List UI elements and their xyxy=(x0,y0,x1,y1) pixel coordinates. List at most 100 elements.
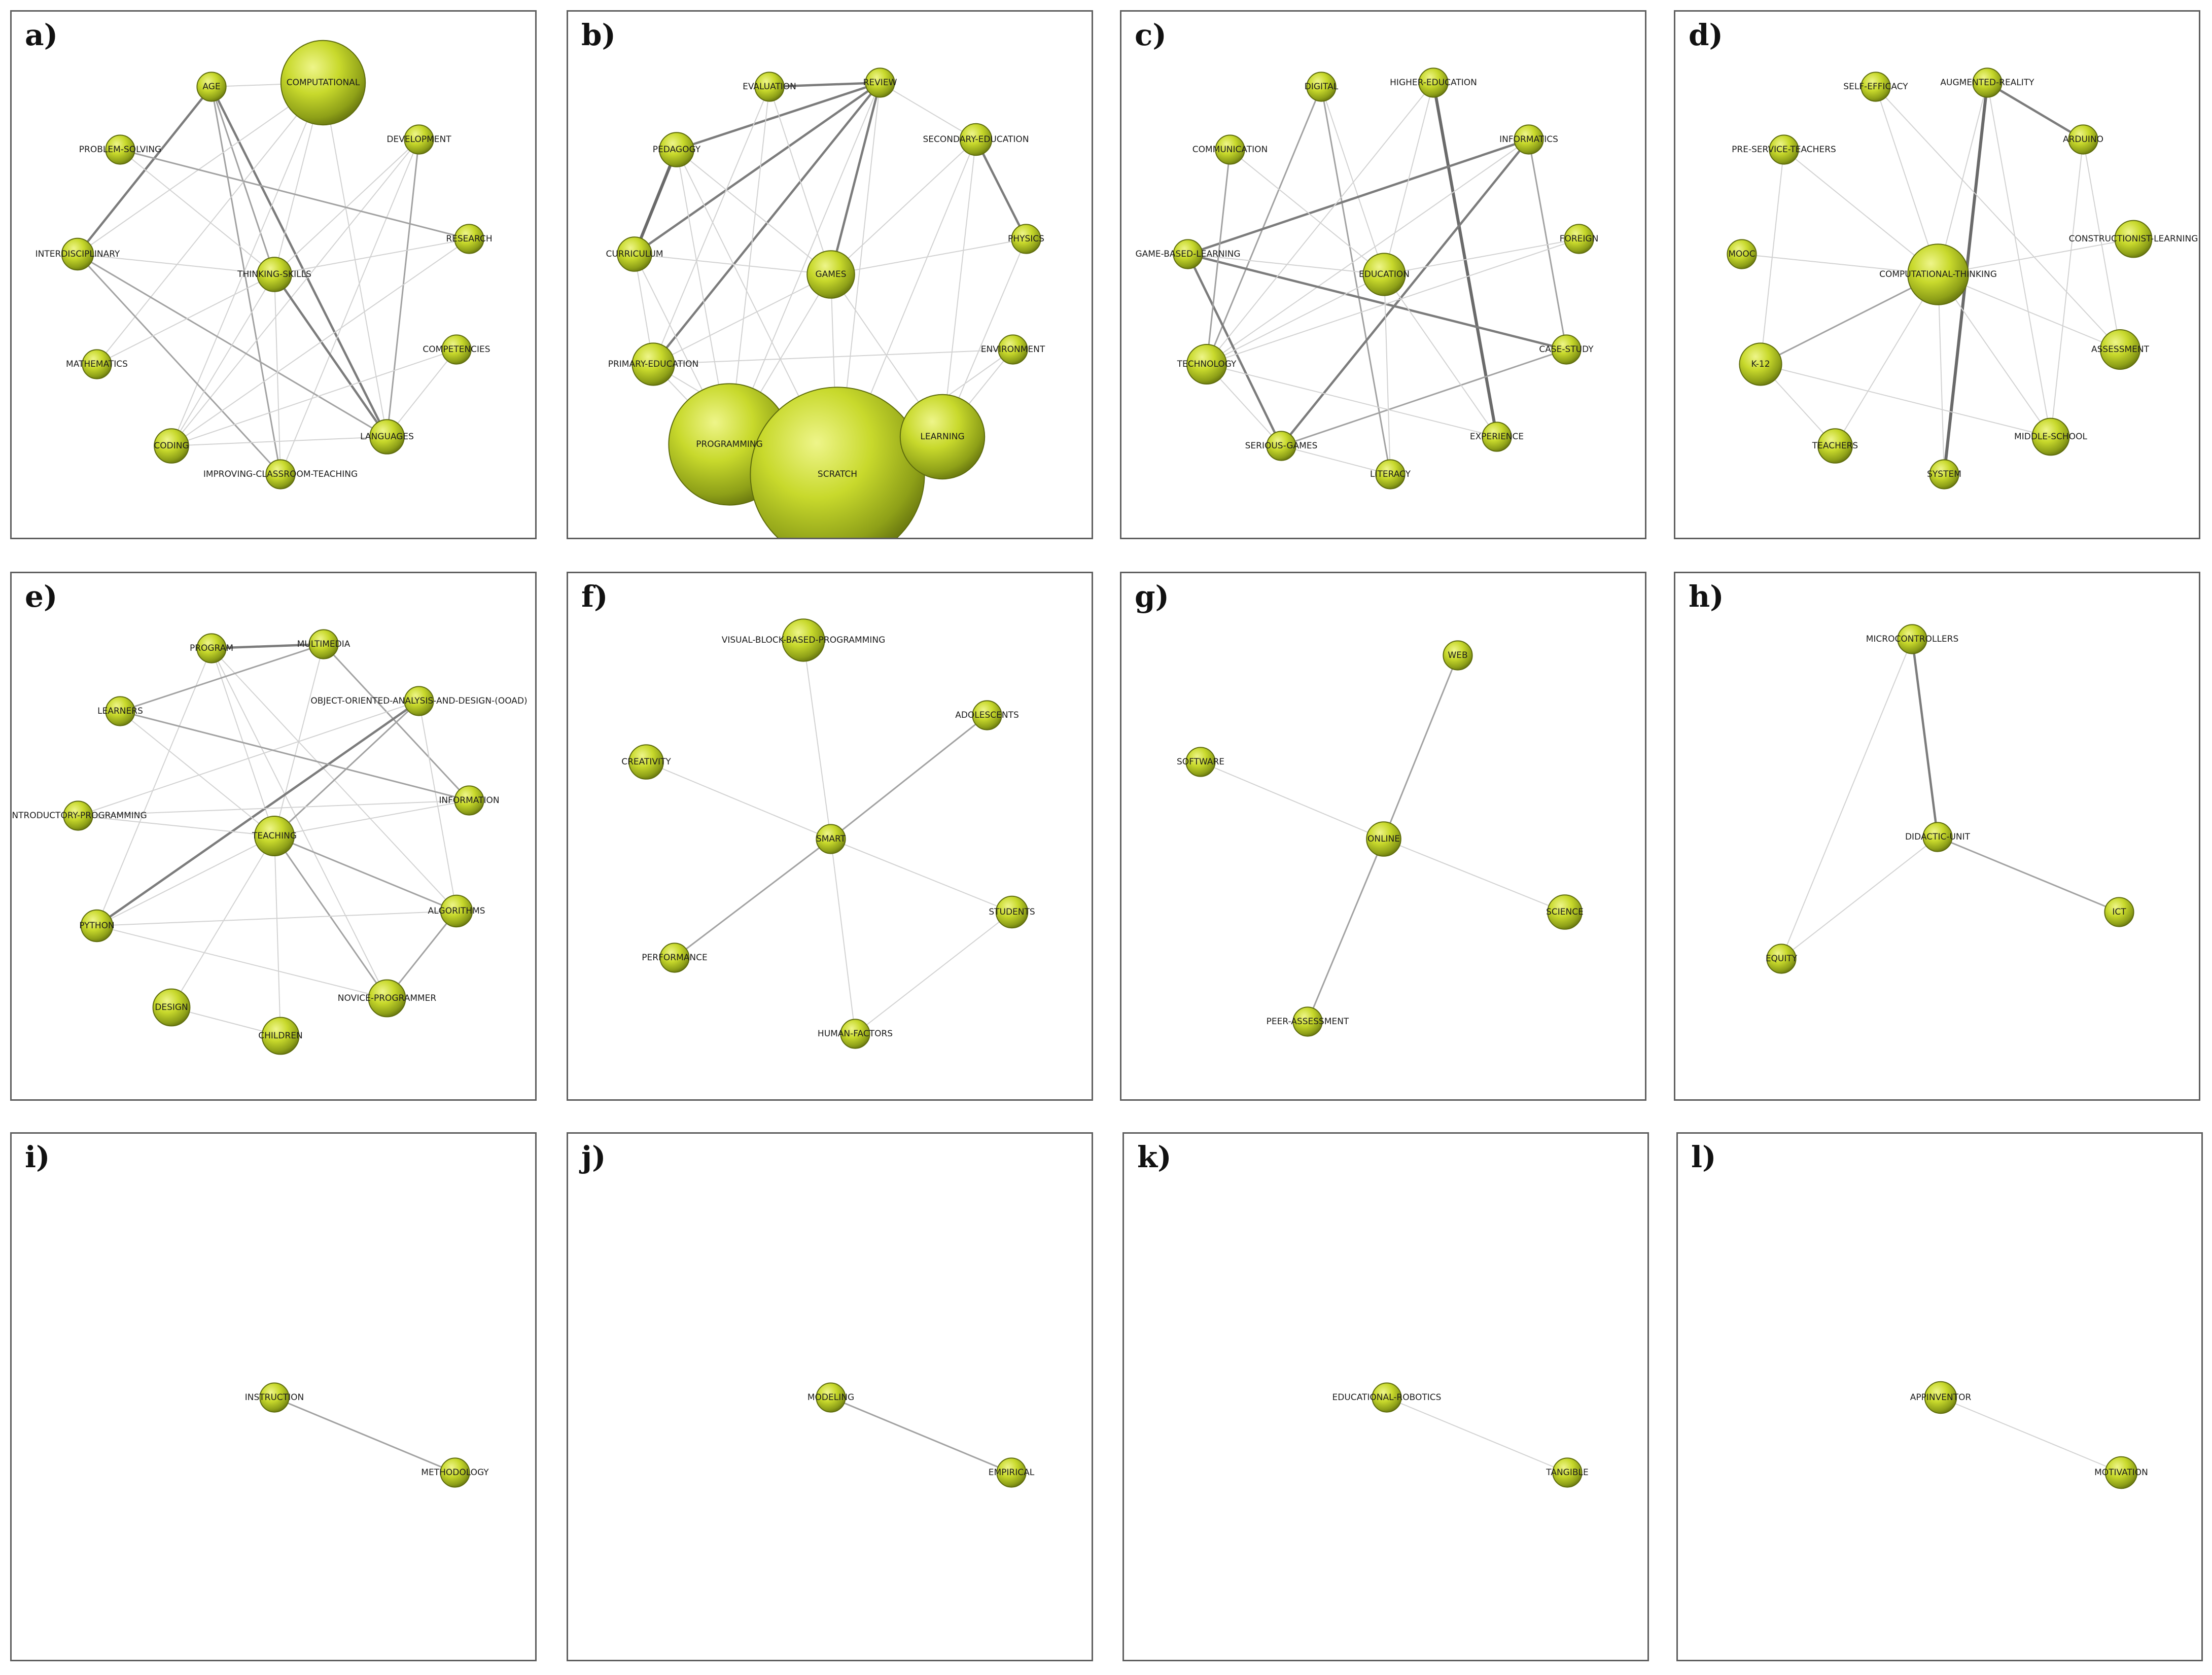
node-label: CODING xyxy=(154,441,189,451)
node-curriculum xyxy=(617,236,652,272)
node-assessment xyxy=(2100,329,2140,370)
edge xyxy=(1187,254,1385,275)
node-label: DIGITAL xyxy=(1305,82,1339,92)
node-label: INFORMATICS xyxy=(1499,134,1558,145)
edge xyxy=(1760,273,1939,365)
node-group: EDUCATIONAL-ROBOTICS TANGIBLE xyxy=(1332,1382,1589,1488)
node-novice-programmer xyxy=(368,979,406,1018)
edge xyxy=(880,82,976,140)
node-label: MODELING xyxy=(807,1392,854,1403)
node-label: THINKING-SKILLS xyxy=(237,269,311,280)
node-label: GAMES xyxy=(815,269,846,280)
edge xyxy=(653,274,831,365)
node-tangible xyxy=(1552,1457,1583,1488)
node-human-factors xyxy=(840,1019,870,1049)
node-methodology xyxy=(440,1457,470,1488)
node-development xyxy=(404,124,434,155)
node-research xyxy=(454,224,484,254)
edge xyxy=(1320,86,1391,475)
edge xyxy=(1206,82,1434,365)
node-secondary-education xyxy=(959,123,993,156)
node-label: ENVIRONMENT xyxy=(981,344,1045,355)
edge xyxy=(674,838,831,959)
edge xyxy=(96,82,324,365)
panel-letter: k) xyxy=(1137,1140,1172,1174)
edge xyxy=(120,711,275,836)
node-label: COMPUTATIONAL-THINKING xyxy=(1879,269,1997,280)
node-label: DESIGN xyxy=(155,1002,188,1013)
node-label: SCIENCE xyxy=(1546,907,1584,917)
node-label: AGE xyxy=(202,82,220,92)
edge xyxy=(1384,238,1579,275)
network-graph: COMPUTATIONALAGEDEVELOPMENTPROBLEM-SOLVI… xyxy=(36,40,493,490)
node-label: EQUITY xyxy=(1766,954,1798,964)
node-science xyxy=(1547,894,1583,930)
edge xyxy=(96,835,275,926)
edge xyxy=(1281,445,1391,475)
edge xyxy=(273,273,388,438)
edge xyxy=(855,912,1012,1034)
node-label: DEVELOPMENT xyxy=(387,134,451,145)
node-students xyxy=(995,895,1029,929)
panel-letter: j) xyxy=(581,1140,606,1174)
edge-group xyxy=(1386,1397,1568,1473)
edge xyxy=(2050,139,2084,437)
node-coding xyxy=(154,428,189,464)
node-label: COMMUNICATION xyxy=(1192,145,1268,155)
node-label: PROGRAM xyxy=(190,643,233,653)
edge-group xyxy=(77,82,470,475)
node-label: EDUCATIONAL-ROBOTICS xyxy=(1332,1392,1442,1403)
network-panel: EDUCATIONAL-ROBOTICS TANGIBLE k) xyxy=(1122,1132,1649,1661)
edge xyxy=(653,349,1013,365)
panel-letter: i) xyxy=(25,1140,50,1174)
node-literacy xyxy=(1375,459,1406,490)
edge xyxy=(1200,761,1384,840)
node-communication xyxy=(1215,134,1245,165)
node-review xyxy=(865,67,895,98)
node-mooc xyxy=(1727,239,1757,269)
node-label: PERFORMANCE xyxy=(642,953,707,963)
node-learning xyxy=(899,394,986,480)
node-problem-solving xyxy=(105,134,135,165)
edge xyxy=(120,149,275,275)
node-python xyxy=(80,909,114,943)
edge xyxy=(78,701,419,816)
node-introductory-programming xyxy=(63,800,93,831)
node-label: IMPROVING-CLASSROOM-TEACHING xyxy=(203,469,358,479)
node-label: CONSTRUCTIONIST-LEARNING xyxy=(2069,234,2198,244)
node-label: COMPETENCIES xyxy=(423,344,490,355)
node-game-based-learning xyxy=(1173,239,1203,269)
node-creativity xyxy=(628,744,664,780)
node-label: CHILDREN xyxy=(258,1031,303,1041)
node-label: TANGIBLE xyxy=(1546,1468,1588,1478)
edge xyxy=(1911,639,1939,838)
node-languages xyxy=(369,419,405,455)
edge xyxy=(830,839,856,1034)
edge xyxy=(1383,655,1459,840)
node-educational-robotics xyxy=(1372,1382,1402,1413)
edge xyxy=(634,254,831,275)
node-label: GAME-BASED-LEARNING xyxy=(1135,249,1240,259)
edge xyxy=(77,253,282,475)
edge xyxy=(96,648,212,926)
edge xyxy=(1938,274,2051,437)
node-label: SELF-EFFICACY xyxy=(1843,82,1908,92)
edge xyxy=(1875,86,1939,275)
node-evaluation xyxy=(754,72,785,102)
node-information xyxy=(454,785,484,816)
node-label: EXPERIENCE xyxy=(1470,432,1524,442)
node-label: PROGRAMMING xyxy=(696,439,763,449)
edge xyxy=(830,238,1027,275)
node-label: EDUCATION xyxy=(1359,269,1410,280)
edge xyxy=(171,82,324,446)
node-teachers xyxy=(1817,428,1853,464)
edge xyxy=(769,81,881,88)
